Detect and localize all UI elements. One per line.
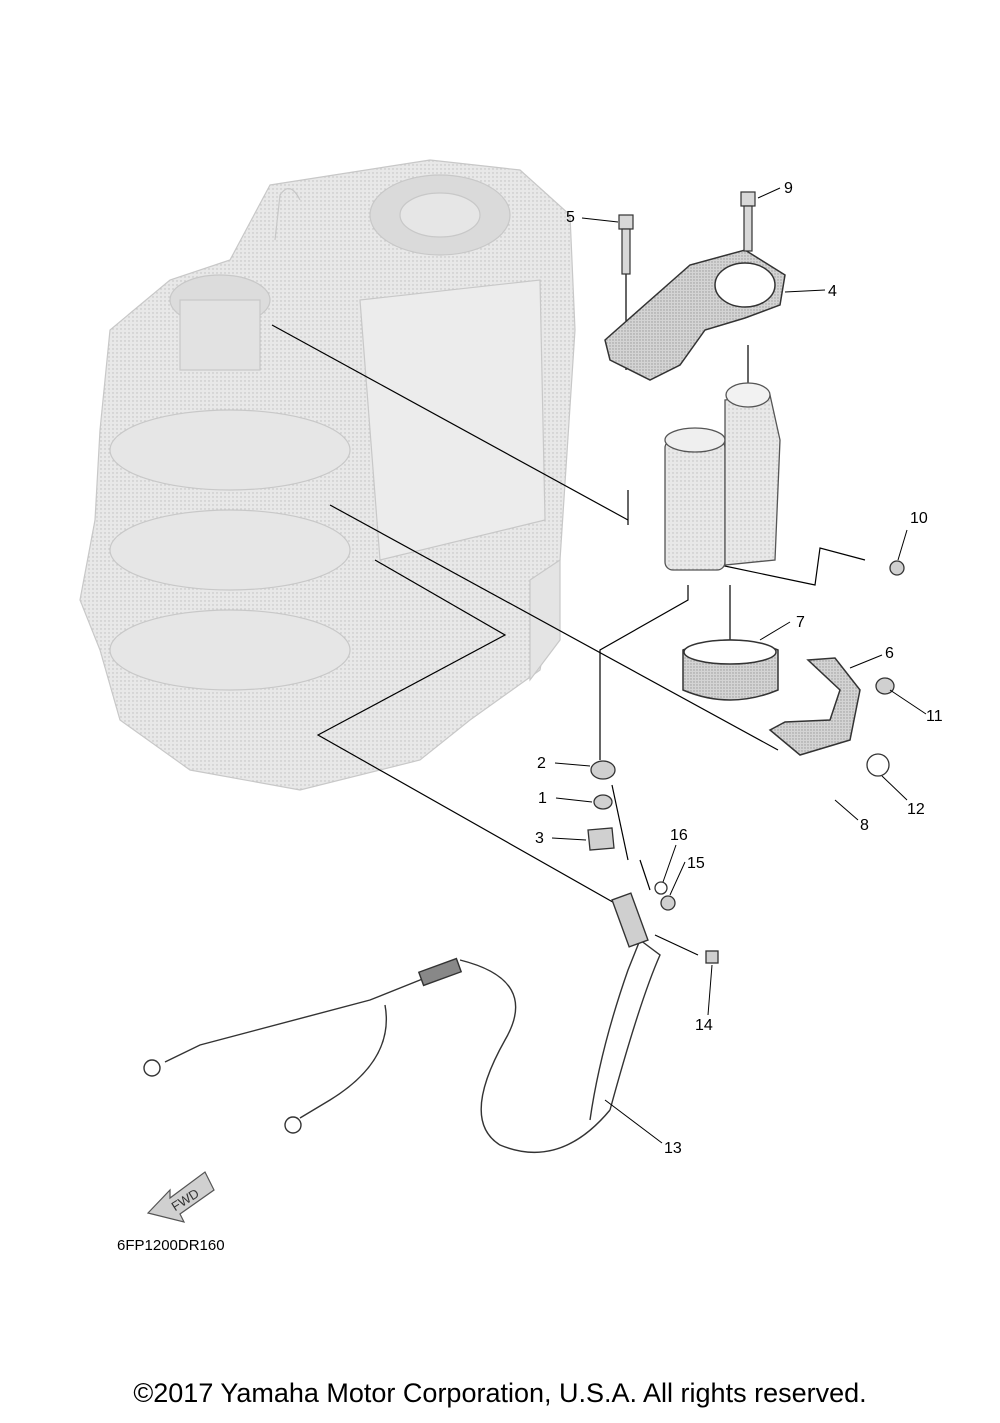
callout-16: 16 bbox=[670, 827, 688, 844]
callout-4: 4 bbox=[828, 283, 837, 300]
callout-labels: 1 2 3 4 5 6 7 8 9 10 11 12 13 14 15 16 bbox=[535, 180, 943, 1157]
fwd-arrow-icon: FWD bbox=[146, 1171, 215, 1223]
callout-6: 6 bbox=[885, 645, 894, 662]
cable-harness bbox=[143, 892, 661, 1153]
callout-12: 12 bbox=[907, 801, 925, 818]
band-7 bbox=[682, 639, 779, 701]
callout-9: 9 bbox=[784, 180, 793, 197]
starter-bracket bbox=[604, 249, 786, 381]
copyright-notice: ©2017 Yamaha Motor Corporation, U.S.A. A… bbox=[133, 1378, 867, 1408]
callout-15: 15 bbox=[687, 855, 705, 872]
small-parts bbox=[587, 560, 905, 964]
callout-11: 11 bbox=[926, 708, 943, 725]
band-6 bbox=[768, 657, 861, 756]
callout-14: 14 bbox=[695, 1017, 713, 1034]
bolt-5 bbox=[618, 214, 634, 275]
callout-leaders bbox=[551, 187, 927, 1144]
callout-2: 2 bbox=[537, 755, 546, 772]
callout-13: 13 bbox=[664, 1140, 682, 1157]
callout-5: 5 bbox=[566, 209, 575, 226]
callout-1: 1 bbox=[538, 790, 547, 807]
starter-motor bbox=[664, 382, 781, 571]
callout-7: 7 bbox=[796, 614, 805, 631]
engine-block bbox=[79, 159, 576, 791]
callout-8: 8 bbox=[860, 817, 869, 834]
drawing-code: 6FP1200DR160 bbox=[117, 1237, 225, 1254]
bolt-9 bbox=[740, 191, 756, 252]
callout-3: 3 bbox=[535, 830, 544, 847]
callout-10: 10 bbox=[910, 510, 928, 527]
